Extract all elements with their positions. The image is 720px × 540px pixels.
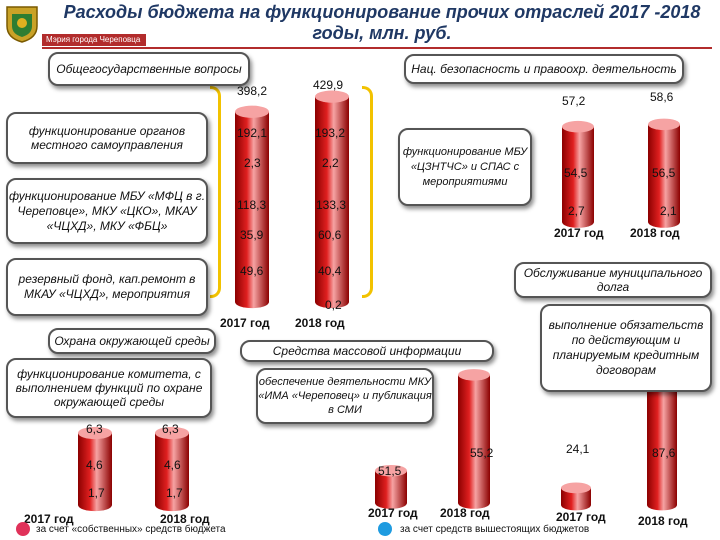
value-security-own-2017: 54,5 xyxy=(564,166,588,180)
env-committee-label: функционирование комитета, с выполнением… xyxy=(6,358,212,418)
year-label: 2017 год xyxy=(368,506,418,520)
value-general-2018: 429,9 xyxy=(313,78,344,92)
value-general-2017: 398,2 xyxy=(237,84,268,98)
year-label: 2018 год xyxy=(638,514,688,528)
page-title: Расходы бюджета на функционирование проч… xyxy=(63,2,701,43)
value-env-2018: 6,3 xyxy=(162,422,179,436)
coat-of-arms-logo xyxy=(4,4,40,44)
value-debt-2017: 24,1 xyxy=(566,442,590,456)
header-divider xyxy=(42,47,712,49)
debt-label: Обслуживание муниципального долга xyxy=(514,262,712,298)
year-label: 2017 год xyxy=(554,226,604,240)
value-env-own-2018: 4,6 xyxy=(164,458,181,472)
ima-label: обеспечение деятельности МКУ «ИМА «Череп… xyxy=(256,368,434,424)
debt-obligations-label: выполнение обязательств по действующим и… xyxy=(540,304,712,392)
bar-env-2018 xyxy=(155,426,189,512)
value-debt-2018: 87,6 xyxy=(652,446,676,460)
value-media-2018: 55,2 xyxy=(470,446,494,460)
value-security-higher-2018: 2,1 xyxy=(660,204,677,218)
value-security-2018: 58,6 xyxy=(650,90,674,104)
value-local-gov-2018: 193,2 xyxy=(315,126,346,140)
value-reserve-2017: 49,6 xyxy=(240,264,264,278)
bar-media-2017 xyxy=(375,464,407,509)
value-local-gov-2017: 192,1 xyxy=(237,126,268,140)
media-label: Средства массовой информации xyxy=(240,340,494,362)
security-label: Нац. безопасность и правоохр. деятельнос… xyxy=(404,54,684,84)
value-mfc-higher-2017: 35,9 xyxy=(240,228,264,242)
bar-general-2017 xyxy=(235,105,269,309)
year-label: 2017 год xyxy=(556,510,606,524)
bar-security-2018 xyxy=(648,118,680,228)
year-label: 2018 год xyxy=(160,512,210,526)
value-mfc-2018: 133,3 xyxy=(316,198,347,212)
value-media-2017: 51,5 xyxy=(378,464,402,478)
value-security-own-2018: 56,5 xyxy=(652,166,676,180)
year-label: 2018 год xyxy=(440,506,490,520)
bar-debt-2017 xyxy=(561,482,591,511)
year-label: 2018 год xyxy=(630,226,680,240)
logo-caption: Мэрия города Череповца xyxy=(42,34,146,46)
value-reserve-2018: 40,4 xyxy=(318,264,342,278)
bar-env-2017 xyxy=(78,426,112,512)
value-mfc-2017: 118,3 xyxy=(237,198,267,212)
bar-debt-2018 xyxy=(647,375,677,511)
value-local-gov-higher-2017: 2,3 xyxy=(244,156,261,170)
group-bracket xyxy=(362,86,373,298)
value-security-higher-2017: 2,7 xyxy=(568,204,585,218)
reserve-label: резервный фонд, кап.ремонт в МКАУ «ЧЦХД»… xyxy=(6,258,208,316)
value-env-own-2017: 4,6 xyxy=(86,458,103,472)
legend-own-swatch xyxy=(16,522,30,536)
year-label: 2017 год xyxy=(24,512,74,526)
year-label: 2018 год xyxy=(295,316,345,330)
bar-media-2018 xyxy=(458,369,490,509)
bar-security-2017 xyxy=(562,120,594,228)
year-label: 2017 год xyxy=(220,316,270,330)
value-reserve-higher-2018: 0,2 xyxy=(325,298,342,312)
value-mfc-higher-2018: 60,6 xyxy=(318,228,342,242)
value-env-higher-2017: 1,7 xyxy=(88,486,105,500)
local-gov-label: функционирование органов местного самоуп… xyxy=(6,112,208,164)
legend-higher-label: за счет средств вышестоящих бюджетов xyxy=(400,524,590,535)
value-security-2017: 57,2 xyxy=(562,94,586,108)
bar-general-2018 xyxy=(315,90,349,309)
value-local-gov-higher-2018: 2,2 xyxy=(322,156,339,170)
mfc-label: функционирование МБУ «МФЦ в г. Череповце… xyxy=(6,178,208,244)
legend-own-label: за счет «собственных» средств бюджета xyxy=(36,524,226,535)
group-bracket xyxy=(210,86,221,298)
value-env-higher-2018: 1,7 xyxy=(166,486,183,500)
cznts-label: функционирование МБУ «ЦЗНТЧС» и СПАС с м… xyxy=(398,128,532,206)
env-label: Охрана окружающей среды xyxy=(48,328,216,354)
general-label: Общегосударственные вопросы xyxy=(48,52,250,86)
value-env-2017: 6,3 xyxy=(86,422,103,436)
legend-higher-swatch xyxy=(378,522,392,536)
